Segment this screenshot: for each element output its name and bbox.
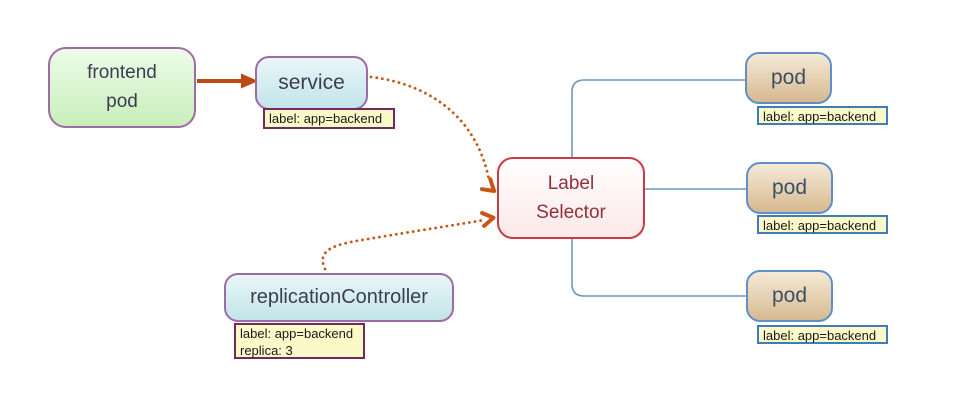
rc-to-selector-arrowhead-icon [480, 210, 496, 228]
service-to-selector-arrowhead-icon [479, 177, 497, 193]
rc-to-selector-dotted-arrow [321, 218, 486, 271]
frontend-to-service-arrowhead-icon [241, 73, 258, 89]
pod-node-2: pod [746, 162, 833, 214]
label-selector-node: Label Selector [497, 157, 645, 239]
replication-controller-node: replicationController [224, 273, 454, 322]
pod-node-3: pod [746, 270, 833, 322]
pod-label-tag-1: label: app=backend [757, 106, 888, 125]
selector-to-pod1-connector [571, 79, 745, 157]
replication-controller-label-tag: label: app=backend replica: 3 [234, 323, 365, 359]
service-label-tag: label: app=backend [263, 108, 395, 129]
pod-label-tag-2: label: app=backend [757, 215, 888, 234]
frontend-pod-node: frontend pod [48, 47, 196, 128]
service-to-selector-dotted-arrow [369, 75, 491, 182]
pod-label-tag-3: label: app=backend [757, 325, 888, 344]
selector-to-pod3-connector [571, 239, 746, 297]
service-node: service [255, 56, 368, 110]
pod-node-1: pod [745, 52, 832, 104]
